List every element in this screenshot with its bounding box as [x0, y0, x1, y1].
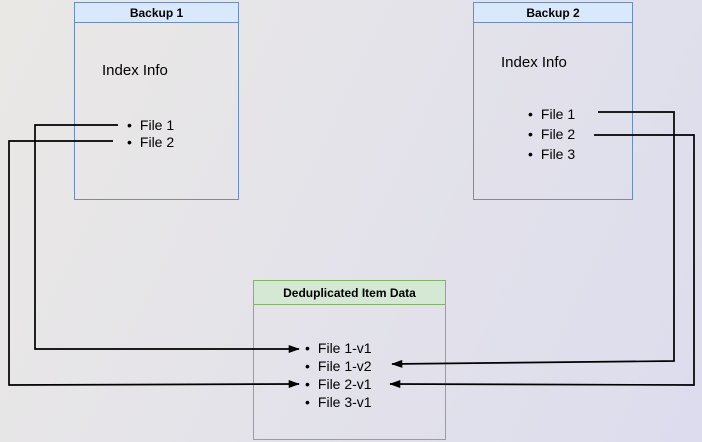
backup1-box: Backup 1 Index Info File 1 File 2: [74, 2, 239, 200]
list-item: File 2: [528, 124, 575, 144]
list-item: File 3-v1: [305, 393, 372, 411]
backup1-file-list: File 1 File 2: [127, 116, 174, 150]
backup1-header: Backup 1: [75, 3, 238, 23]
backup1-title: Backup 1: [129, 5, 184, 20]
list-item: File 2: [127, 133, 174, 150]
list-item: File 1-v1: [305, 339, 372, 357]
list-item: File 2-v1: [305, 375, 372, 393]
backup2-file-list: File 1 File 2 File 3: [528, 104, 575, 164]
list-item: File 1: [127, 116, 174, 133]
backup2-title: Backup 2: [526, 5, 580, 20]
backup2-box: Backup 2 Index Info File 1 File 2 File 3: [473, 2, 633, 200]
dedup-title: Deduplicated Item Data: [283, 285, 416, 300]
list-item: File 1: [528, 104, 575, 124]
list-item: File 1-v2: [305, 357, 372, 375]
backup2-header: Backup 2: [474, 3, 632, 23]
dedup-header: Deduplicated Item Data: [254, 281, 445, 305]
dedup-box: Deduplicated Item Data File 1-v1 File 1-…: [253, 280, 446, 440]
backup2-index-info-label: Index Info: [501, 54, 567, 71]
list-item: File 3: [528, 144, 575, 164]
dedup-item-list: File 1-v1 File 1-v2 File 2-v1 File 3-v1: [305, 339, 372, 411]
backup1-index-info-label: Index Info: [102, 62, 168, 79]
